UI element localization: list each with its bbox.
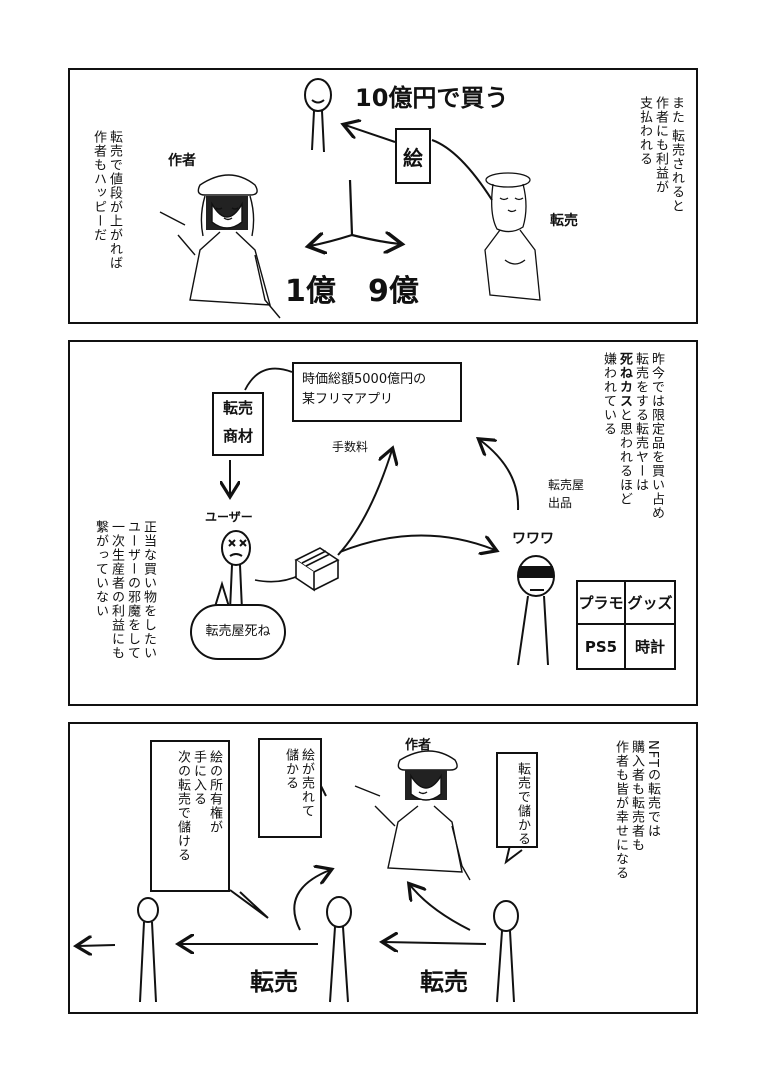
panel-1: [68, 68, 698, 324]
box-profit: 転売で儲かる: [496, 752, 538, 848]
reseller-label: 転売: [550, 213, 578, 229]
goods-ps5: PS5: [578, 625, 626, 668]
box-sold: 絵が売れて 儲かる: [258, 738, 322, 838]
narration-right-1: また 転売されると 作者にも利益が 支払われる: [637, 96, 684, 214]
user-label: ユーザー: [205, 510, 253, 524]
buy-label: 10億円で買う: [355, 84, 509, 112]
market-app-box: 時価総額5000億円の 某フリマアプリ: [292, 362, 462, 422]
reseller-name: ワワワ: [512, 531, 554, 547]
goods-plamo: プラモ: [578, 582, 626, 625]
split-right-amount: 9億: [368, 274, 419, 309]
narration-left-2: 正当な買い物をしたい ユーザーの邪魔をして 一次生産者の利益にも 繋がっていない: [93, 520, 156, 660]
goods-watch: 時計: [634, 638, 665, 656]
author-label: 作者: [168, 153, 196, 169]
product-box: 転売 商材: [212, 392, 264, 456]
art-box: 絵: [395, 128, 431, 184]
fee-label: 手数料: [332, 440, 369, 454]
narration-left-1: 転売で値段が上がれば 作者もハッピーだ: [91, 130, 122, 270]
split-left-amount: 1億: [285, 274, 336, 309]
goods-grid: プラモ グッズ PS5 時計: [576, 580, 676, 670]
narration-right-2: 昨今では限定品を買い占め 転売をする転売ヤーは 死ねカスと思われるほど 嫌われて…: [601, 352, 664, 520]
box-owner: 絵の所有権が 手に入る 次の転売で儲ける: [150, 740, 230, 892]
author-label-2: 作者: [405, 738, 432, 753]
listing-label: 転売屋 出品: [548, 478, 585, 510]
resale-label-2: 転売: [420, 968, 468, 996]
user-speech-bubble: 転売屋死ね: [190, 604, 286, 660]
goods-goods: グッズ: [626, 582, 674, 625]
narration-right-3: NFTの転売では 購入者も転売者も 作者も皆が幸せになる: [613, 740, 660, 880]
resale-label-1: 転売: [250, 968, 298, 996]
